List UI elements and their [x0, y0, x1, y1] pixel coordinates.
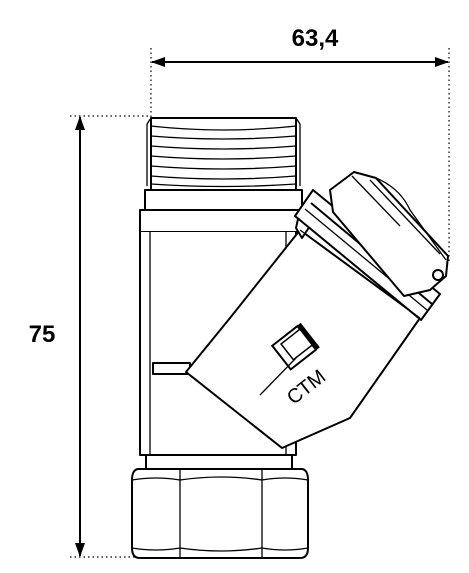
side-notch — [152, 362, 191, 375]
drain-plug-icon — [432, 269, 444, 281]
height-dimension-label: 75 — [29, 321, 56, 348]
thread-ridges — [146, 117, 301, 188]
filter-branch: СТМ — [185, 171, 449, 449]
height-dimension: 75 — [29, 115, 150, 558]
union-nut — [131, 468, 309, 559]
width-dimension-label: 63,4 — [292, 25, 339, 52]
width-dimension: 63,4 — [150, 25, 450, 262]
upper-shoulder — [139, 209, 301, 233]
lower-collar — [145, 454, 293, 470]
filter-cap — [329, 171, 449, 297]
top-collar — [144, 189, 303, 211]
